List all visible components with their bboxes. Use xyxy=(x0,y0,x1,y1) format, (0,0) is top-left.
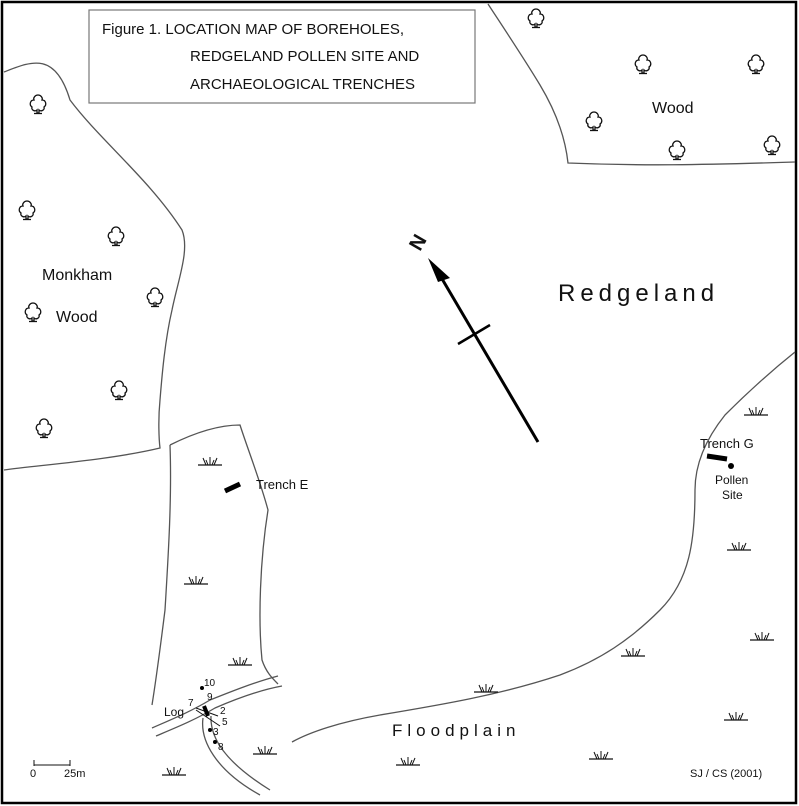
strip-field-west xyxy=(151,444,172,706)
marsh-symbol-icon xyxy=(395,756,421,766)
north-arrow: N xyxy=(405,231,540,443)
tree-icon xyxy=(107,226,125,247)
floodplain-label: Floodplain xyxy=(392,721,520,740)
borehole-label: 8 xyxy=(218,742,224,753)
borehole-label: 9 xyxy=(207,692,213,703)
tree-icon xyxy=(747,54,765,75)
strip-field-boundary xyxy=(169,424,279,685)
redgeland-label: Redgeland xyxy=(558,280,719,307)
borehole-group: 10 9 7 2 5 3 8 Log xyxy=(164,678,228,753)
trench-g: Trench G xyxy=(700,436,754,462)
borehole-label: 3 xyxy=(213,727,219,738)
marsh-symbol-icon xyxy=(588,750,614,760)
marsh-symbol-icon xyxy=(227,656,253,666)
monkham-label: Monkham xyxy=(42,267,112,284)
tree-icon xyxy=(585,111,603,132)
monkham-wood-boundary xyxy=(3,62,186,471)
borehole-label: 5 xyxy=(222,717,228,728)
tree-icon xyxy=(18,200,36,221)
tree-icon xyxy=(763,135,781,156)
tree-icon xyxy=(634,54,652,75)
marsh-symbol-icon xyxy=(723,711,749,721)
pollen-site: Pollen Site xyxy=(715,463,748,502)
monkham-wood-label: Wood xyxy=(56,309,98,326)
site-label: Site xyxy=(722,488,743,502)
track xyxy=(151,675,283,796)
wood-ne-boundary xyxy=(487,3,796,166)
title-line-3: ARCHAEOLOGICAL TRENCHES xyxy=(190,76,415,93)
borehole-label: 2 xyxy=(220,706,226,717)
marsh-symbol-icon xyxy=(183,575,209,585)
marsh-symbol-icon xyxy=(473,683,499,693)
tree-icon xyxy=(668,140,686,161)
marsh-symbol-icon xyxy=(620,647,646,657)
credit-label: SJ / CS (2001) xyxy=(690,768,762,780)
trench-e-label: Trench E xyxy=(256,477,309,492)
marsh-symbol-icon xyxy=(749,631,775,641)
tree-icon xyxy=(35,418,53,439)
wood-ne-label: Wood xyxy=(652,100,694,117)
marsh-symbol-icon xyxy=(161,766,187,776)
borehole-label: 7 xyxy=(188,698,194,709)
scale-end: 25m xyxy=(64,768,85,780)
borehole-label: 10 xyxy=(204,678,216,689)
pollen-label: Pollen xyxy=(715,473,748,487)
tree-icon xyxy=(527,8,545,29)
title-line-2: REDGELAND POLLEN SITE AND xyxy=(190,48,419,65)
north-label: N xyxy=(405,231,431,255)
field-boundary-east xyxy=(291,351,796,743)
tree-icon xyxy=(146,287,164,308)
log-label: Log xyxy=(164,705,184,719)
tree-icon xyxy=(29,94,47,115)
title-box: Figure 1. LOCATION MAP OF BOREHOLES, RED… xyxy=(88,9,476,104)
scale-start: 0 xyxy=(30,768,36,780)
trench-g-label: Trench G xyxy=(700,436,754,451)
scale-bar: 0 25m xyxy=(30,760,85,780)
marsh-symbol-icon xyxy=(197,456,223,466)
title-line-1: Figure 1. LOCATION MAP OF BOREHOLES, xyxy=(102,21,404,38)
marsh-symbol-icon xyxy=(252,745,278,755)
marsh-symbol-icon xyxy=(743,406,769,416)
marsh-symbols xyxy=(161,406,775,776)
marsh-symbol-icon xyxy=(726,541,752,551)
trench-e: Trench E xyxy=(223,477,309,494)
tree-icon xyxy=(24,302,42,323)
tree-icon xyxy=(110,380,128,401)
